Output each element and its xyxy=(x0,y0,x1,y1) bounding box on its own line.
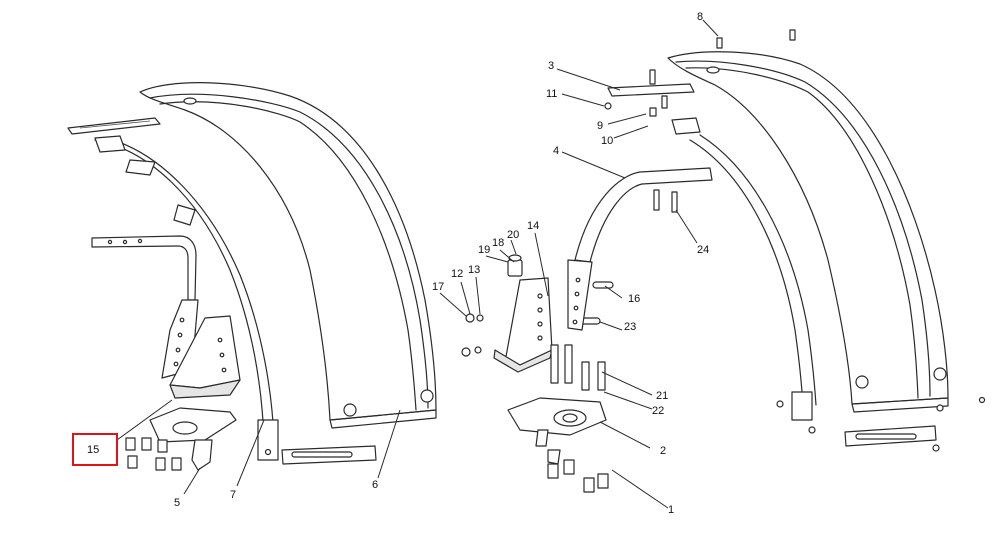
callout-13: 13 xyxy=(468,264,480,276)
left-top-plate xyxy=(67,117,196,226)
right-fender-flange xyxy=(689,134,817,434)
callout-14: 14 xyxy=(527,220,539,232)
right-top-plate xyxy=(604,29,796,213)
callout-24: 24 xyxy=(697,244,709,256)
left-mount-bracket xyxy=(169,315,241,399)
right-fender-shell xyxy=(667,51,949,413)
callout-6: 6 xyxy=(372,479,378,491)
callout-18: 18 xyxy=(492,237,504,249)
left-support-arm xyxy=(91,235,199,379)
callout-19: 19 xyxy=(478,244,490,256)
callout-7: 7 xyxy=(230,489,236,501)
callout-20: 20 xyxy=(507,229,519,241)
leader-lines xyxy=(116,19,719,509)
center-bolts xyxy=(550,281,614,391)
right-support-arm xyxy=(567,167,713,331)
left-fender-shell xyxy=(139,82,437,429)
left-fender-flange xyxy=(94,137,279,461)
callout-8: 8 xyxy=(697,11,703,23)
callout-1: 1 xyxy=(668,504,674,516)
center-spacers xyxy=(547,459,609,493)
callout-16: 16 xyxy=(628,293,640,305)
callout-22: 22 xyxy=(652,405,664,417)
callout-15-highlight-box xyxy=(72,433,118,466)
callout-5: 5 xyxy=(174,497,180,509)
left-clamp-assembly xyxy=(125,407,237,471)
callout-17: 17 xyxy=(432,281,444,293)
callout-2: 2 xyxy=(660,445,666,457)
callout-21: 21 xyxy=(656,390,668,402)
callout-4: 4 xyxy=(553,145,559,157)
callout-23: 23 xyxy=(624,321,636,333)
callout-12: 12 xyxy=(451,268,463,280)
callout-9: 9 xyxy=(597,120,603,132)
callout-10: 10 xyxy=(601,135,613,147)
callout-11: 11 xyxy=(546,88,557,100)
callout-labels: 1 2 3 4 5 6 7 8 9 10 11 12 13 14 15 16 1… xyxy=(87,11,709,516)
callout-15: 15 xyxy=(87,444,99,456)
right-bottom-strap xyxy=(844,396,986,452)
center-clamp-plate xyxy=(507,397,607,465)
left-bottom-strap xyxy=(281,445,377,465)
callout-3: 3 xyxy=(548,60,554,72)
